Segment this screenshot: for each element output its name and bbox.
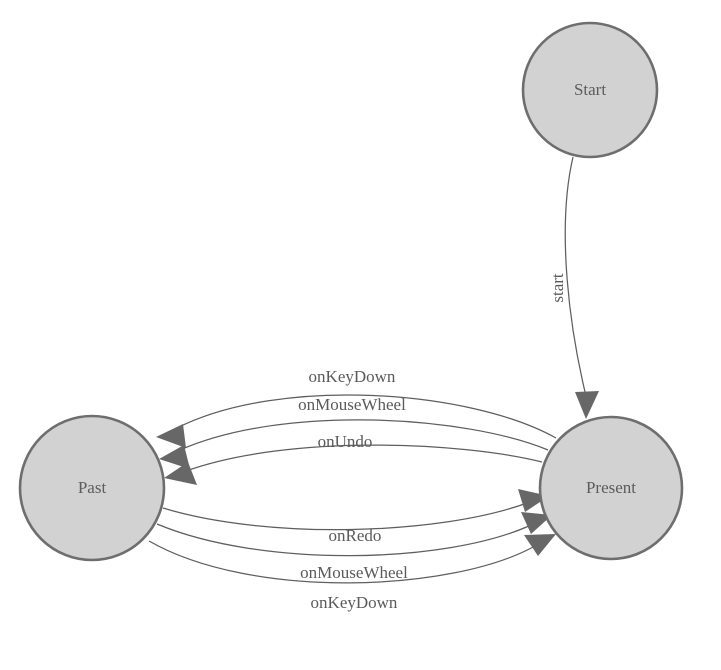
edge-start-to-present[interactable]: start [548, 156, 599, 419]
edge-label-present-past-keydown: onKeyDown [309, 367, 396, 386]
edge-past-to-present-keydown[interactable] [148, 534, 556, 584]
state-node-start-circle[interactable] [521, 21, 659, 159]
edge-label-past-present-redo: onRedo [329, 526, 382, 545]
edge-path-present-past-undo [185, 444, 543, 472]
edge-label-present-past-undo: onUndo [318, 432, 373, 451]
edge-present-to-past-mousewheel[interactable] [159, 419, 549, 469]
edge-label-present-past-mousewheel: onMouseWheel [298, 395, 406, 414]
edge-past-to-present-redo[interactable] [162, 489, 549, 531]
state-node-start[interactable]: Start [521, 21, 659, 159]
state-node-past-label: Past [78, 478, 107, 497]
arrowhead-icon-past-present-mousewheel [521, 512, 552, 534]
arrowhead-icon-past-present-keydown [524, 534, 556, 556]
edge-present-to-past-undo[interactable] [164, 444, 543, 485]
edge-path-start-present [564, 156, 587, 397]
edge-past-to-present-mousewheel[interactable] [156, 512, 552, 557]
edge-present-to-past-keydown[interactable] [156, 394, 557, 448]
edge-label-past-present-mousewheel: onMouseWheel [300, 563, 408, 582]
state-node-present[interactable]: Present [538, 415, 684, 561]
edge-path-past-present-keydown [148, 540, 536, 584]
edge-path-present-past-mousewheel [179, 419, 549, 451]
edge-path-present-past-keydown [176, 394, 557, 439]
edge-path-past-present-redo [162, 502, 528, 531]
state-node-past-circle[interactable] [18, 414, 166, 562]
edge-path-past-present-mousewheel [156, 523, 532, 557]
state-node-past[interactable]: Past [18, 414, 166, 562]
arrowhead-icon-start-present [575, 391, 599, 419]
state-node-present-label: Present [586, 478, 636, 497]
arrowhead-icon-present-past-keydown [156, 424, 186, 448]
edge-label-start: start [548, 273, 567, 303]
state-node-present-circle[interactable] [538, 415, 684, 561]
state-node-start-label: Start [574, 80, 606, 99]
arrowhead-icon-present-past-undo [164, 462, 197, 485]
edge-label-past-present-keydown: onKeyDown [311, 593, 398, 612]
arrowhead-icon-present-past-mousewheel [159, 445, 190, 469]
